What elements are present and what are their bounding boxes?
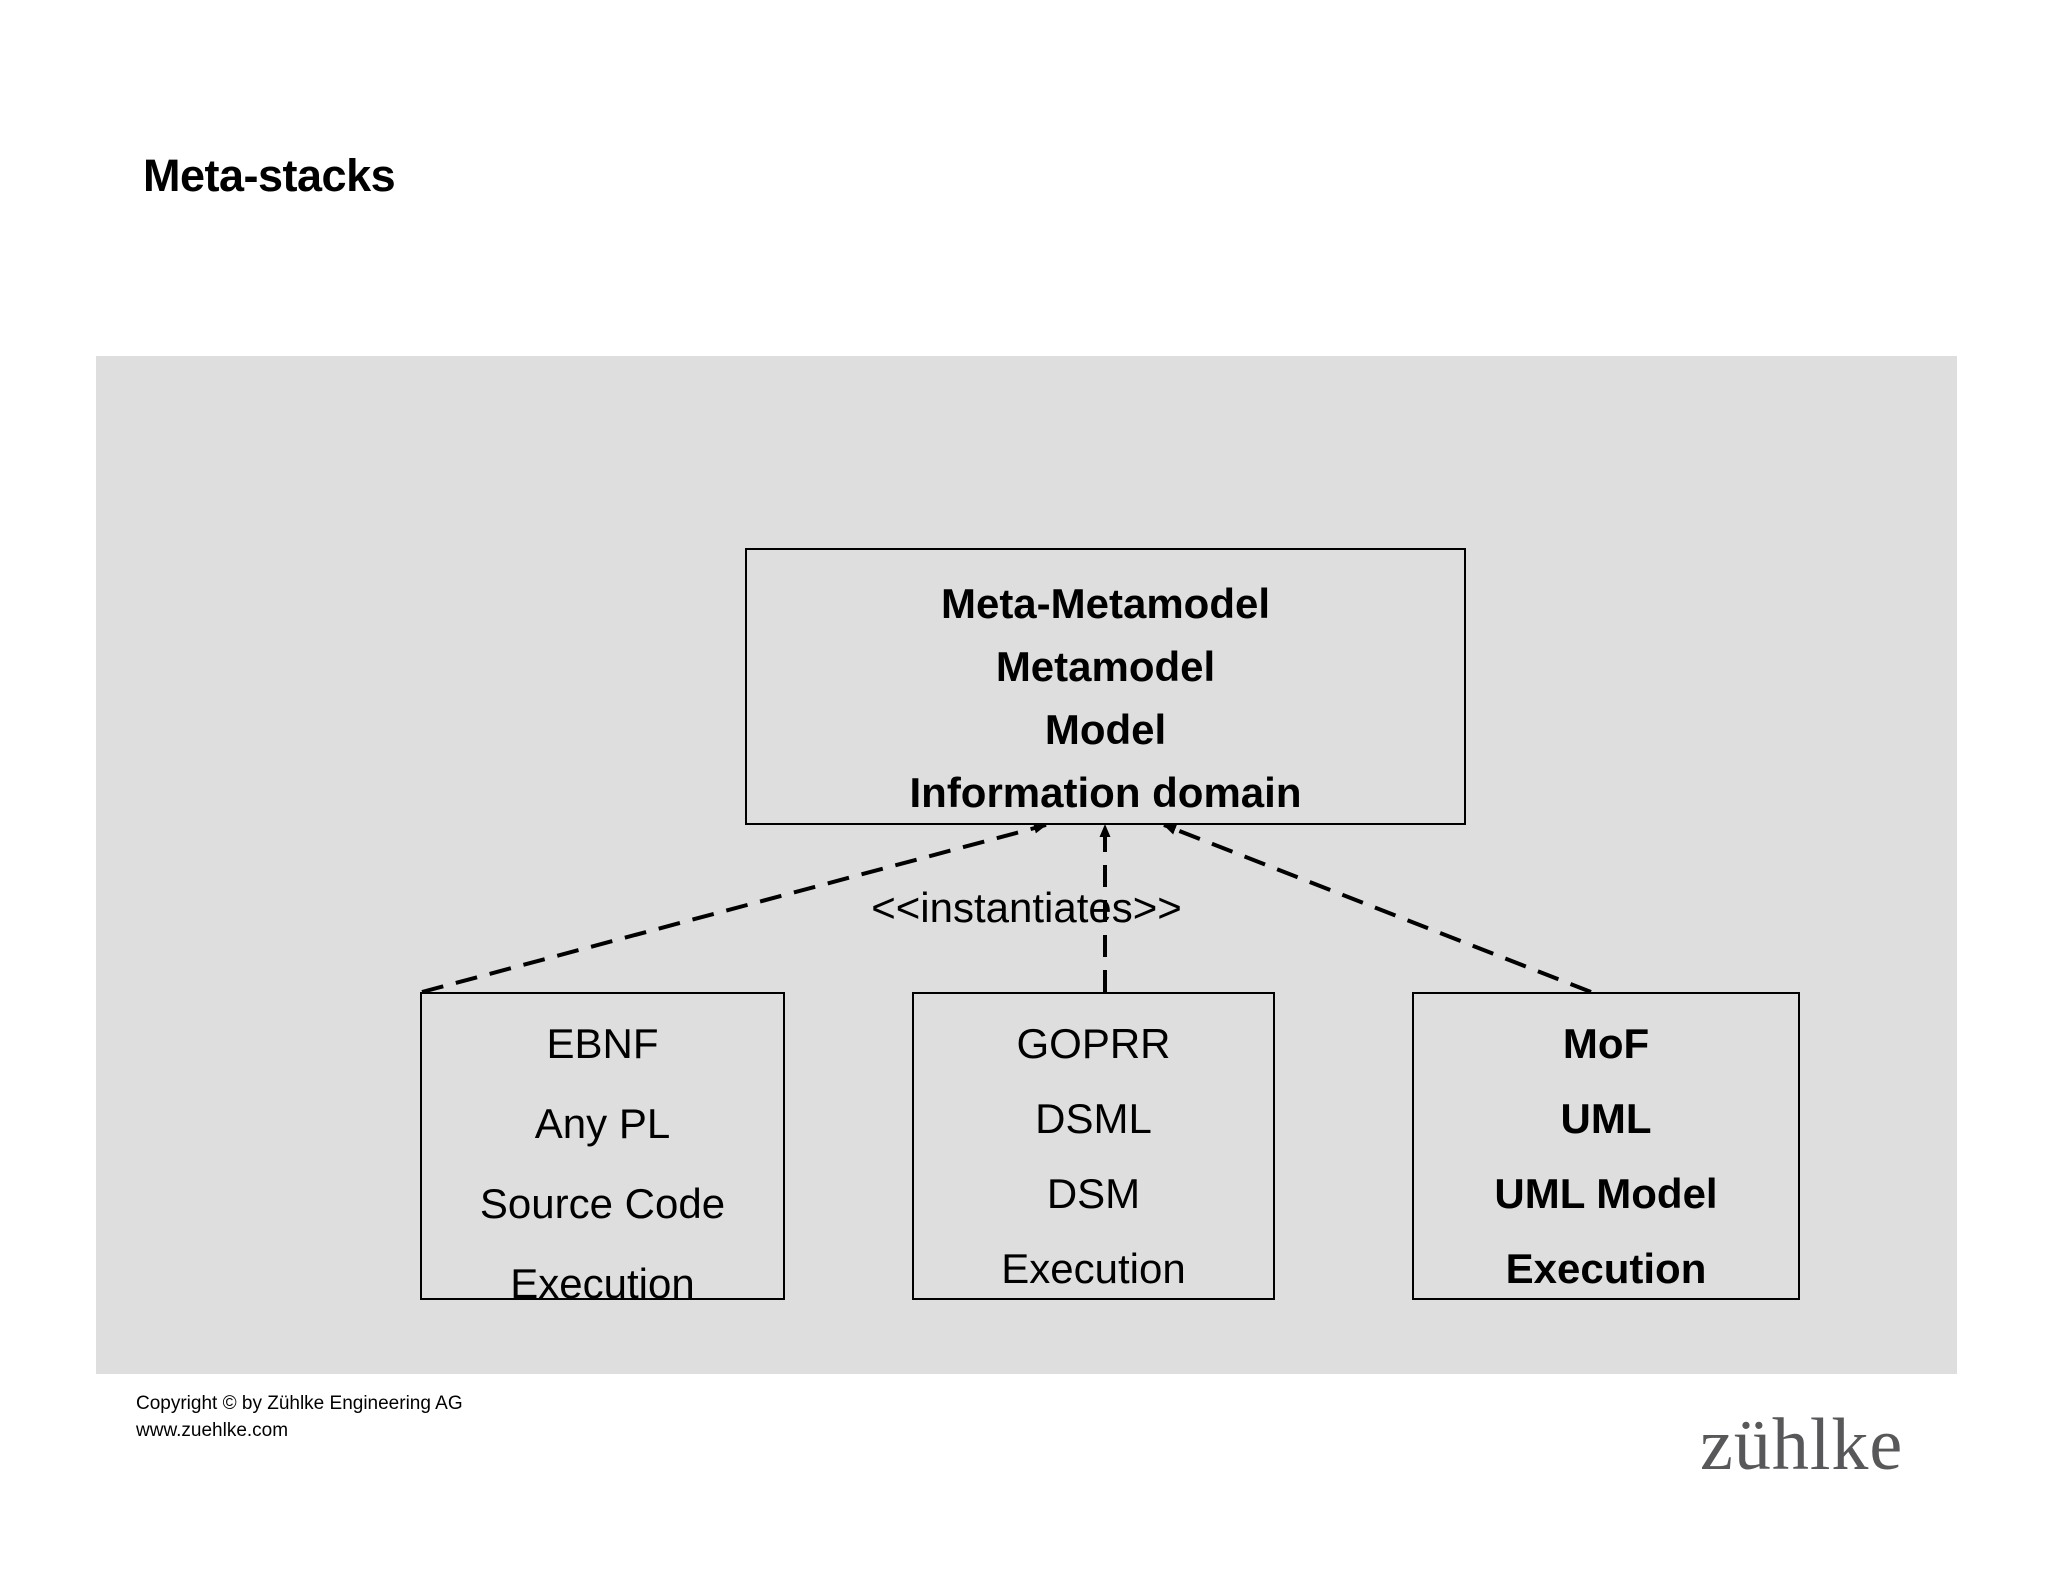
website-text: www.zuehlke.com (136, 1420, 289, 1441)
copyright-text: Copyright © by Zühlke Engineering AG (136, 1393, 463, 1414)
meta-level-line: Metamodel (995, 643, 1216, 690)
meta-level-line: Information domain (909, 769, 1302, 816)
stack-box-ebnf: EBNF Any PL Source Code Execution (420, 992, 785, 1307)
stack-line: Execution (510, 1260, 695, 1307)
meta-levels-box: Meta-Metamodel Metamodel Model Informati… (745, 548, 1466, 825)
stack-line: Execution (1001, 1245, 1186, 1292)
footer-copyright: Copyright © by Zühlke Engineering AG www… (136, 1390, 463, 1444)
stack-line: EBNF (546, 1020, 659, 1067)
page-title: Meta-stacks (143, 150, 396, 201)
zuehlke-logo: zühlke (1700, 1404, 1904, 1486)
stack-line: Execution (1505, 1245, 1707, 1292)
stack-line: GOPRR (1016, 1020, 1171, 1067)
meta-level-line: Model (1044, 706, 1167, 753)
diagram-panel: Meta-Metamodel Metamodel Model Informati… (96, 356, 1957, 1374)
stack-line: UML (1560, 1095, 1652, 1142)
stack-line: Source Code (479, 1180, 726, 1227)
stack-line: MoF (1562, 1020, 1650, 1067)
stack-box-goprr: GOPRR DSML DSM Execution (912, 992, 1275, 1300)
stack-line: DSML (1035, 1095, 1152, 1142)
stack-line: DSM (1046, 1170, 1141, 1217)
stack-line: UML Model (1494, 1170, 1718, 1217)
meta-level-line: Meta-Metamodel (940, 580, 1271, 627)
instantiates-stereotype-label: <<instantiates>> (871, 884, 1182, 931)
stack-box-mof: MoF UML UML Model Execution (1412, 992, 1800, 1300)
stack-line: Any PL (534, 1100, 671, 1147)
